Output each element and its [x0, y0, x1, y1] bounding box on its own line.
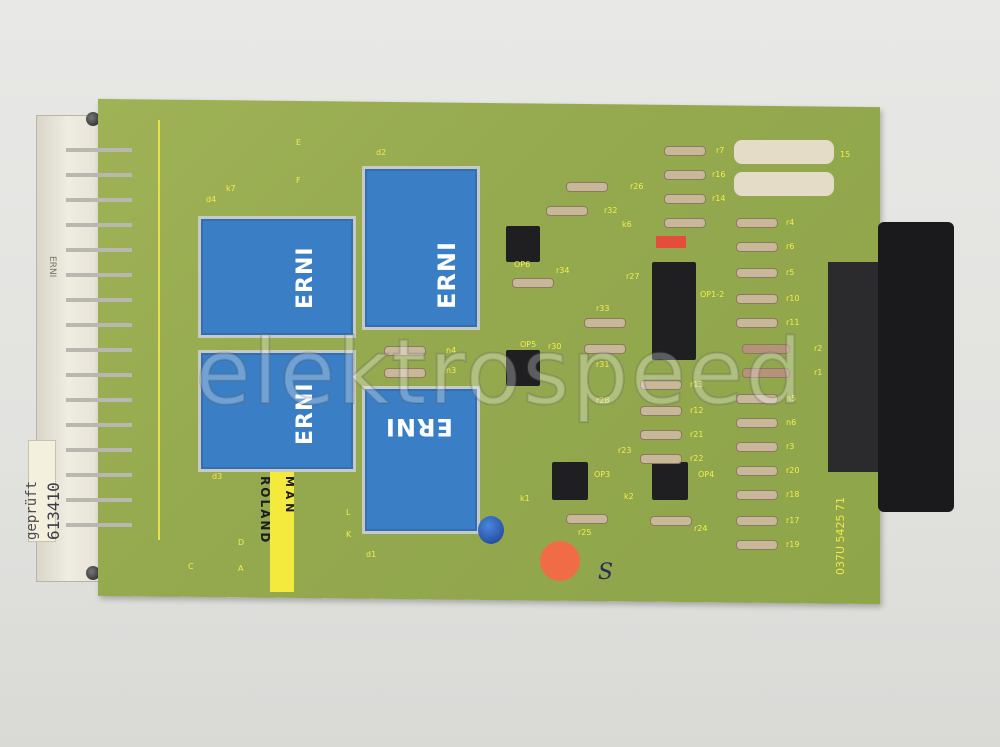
- relay-d3: ERNI: [198, 350, 356, 472]
- chip-op1-2: [652, 262, 696, 360]
- relay-d4-logo: ERNI: [293, 246, 318, 309]
- silk-r28: r28: [596, 396, 610, 405]
- silk-r25: r25: [578, 528, 592, 537]
- silk-r4: r4: [786, 218, 795, 227]
- silk-op3: OP3: [594, 470, 611, 479]
- silk-r11: r11: [786, 318, 800, 327]
- silk-r14: r14: [712, 194, 726, 203]
- silk-r10: r10: [786, 294, 800, 303]
- silk-r27: r27: [626, 272, 640, 281]
- silk-15: 15: [840, 150, 851, 159]
- silk-r20: r20: [786, 466, 800, 475]
- silk-r30: r30: [548, 342, 562, 351]
- manufacturer-line2: ROLAND: [258, 476, 272, 545]
- screw-bottom: [86, 566, 100, 580]
- blue-capacitor: [478, 516, 504, 544]
- watermark: elektrospeed: [194, 319, 805, 426]
- silk-k2: k2: [624, 492, 634, 501]
- silk-pad-a: A: [238, 564, 244, 573]
- chip-op5: [506, 350, 540, 386]
- silk-n6: n6: [786, 418, 797, 427]
- silk-r24: r24: [694, 524, 708, 533]
- power-resistor-2: [734, 172, 834, 196]
- handwritten-mark: S: [598, 560, 614, 585]
- silk-r32: r32: [604, 206, 618, 215]
- silk-r16: r16: [712, 170, 726, 179]
- relay-d2-logo: ERNI: [433, 241, 461, 309]
- part-number: 037U 5425 71: [834, 496, 847, 575]
- relay-d4: ERNI: [198, 216, 356, 338]
- silk-r31: r31: [596, 360, 610, 369]
- relay-d2: ERNI: [362, 166, 480, 330]
- silk-n5: n5: [786, 394, 797, 403]
- silk-r2: r2: [814, 344, 823, 353]
- silk-pad-c: C: [188, 562, 194, 571]
- silk-pad-k: K: [346, 530, 352, 539]
- ejector-handle: [828, 222, 958, 512]
- silk-r3: r3: [786, 442, 795, 451]
- silk-r22: r22: [690, 454, 704, 463]
- silk-k7: k7: [226, 184, 236, 193]
- screw-top: [86, 112, 100, 126]
- silk-n3: n3: [446, 366, 457, 375]
- manufacturer-line1: M A N: [283, 476, 296, 513]
- relay-d1: ERNI: [362, 386, 480, 534]
- silk-k1: k1: [520, 494, 530, 503]
- power-resistor-1: [734, 140, 834, 164]
- silk-r34: r34: [556, 266, 570, 275]
- silk-n4: n4: [446, 346, 457, 355]
- chip-op3: [552, 462, 588, 500]
- silk-op5: OP5: [520, 340, 537, 349]
- silk-r1: r1: [814, 368, 823, 377]
- sticker-line1: geprüft: [24, 480, 40, 540]
- silk-r21: r21: [690, 430, 704, 439]
- silk-r18: r18: [786, 490, 800, 499]
- silk-pad-e: E: [296, 138, 302, 147]
- silk-outline: [150, 120, 160, 540]
- silk-r6: r6: [786, 242, 795, 251]
- silk-pad-l: L: [346, 508, 351, 517]
- silk-r5: r5: [786, 268, 795, 277]
- silk-d4: d4: [206, 195, 217, 204]
- silk-r26: r26: [630, 182, 644, 191]
- chip-op4: [652, 462, 688, 500]
- silk-pad-f: F: [296, 176, 301, 185]
- silk-op6: OP6: [514, 260, 531, 269]
- silk-r7: r7: [716, 146, 725, 155]
- chip-op6: [506, 226, 540, 262]
- silk-d3: d3: [212, 472, 223, 481]
- silk-r23: r23: [618, 446, 632, 455]
- silk-op4: OP4: [698, 470, 715, 479]
- manufacturer-label: [270, 472, 294, 592]
- silk-r19: r19: [786, 540, 800, 549]
- silk-op1-2: OP1-2: [700, 290, 725, 299]
- silk-k6: k6: [622, 220, 632, 229]
- silk-r13: r13: [690, 380, 704, 389]
- red-component: [656, 236, 686, 248]
- connector-brand: ERNI: [47, 256, 57, 278]
- silk-d1: d1: [366, 550, 377, 559]
- inspection-sticker: [28, 440, 56, 542]
- sticker-serial: 613410: [44, 482, 63, 540]
- orange-sticker: [540, 541, 580, 581]
- silk-r33: r33: [596, 304, 610, 313]
- silk-d2: d2: [376, 148, 387, 157]
- silk-r12: r12: [690, 406, 704, 415]
- silk-r17: r17: [786, 516, 800, 525]
- silk-pad-d: D: [238, 538, 245, 547]
